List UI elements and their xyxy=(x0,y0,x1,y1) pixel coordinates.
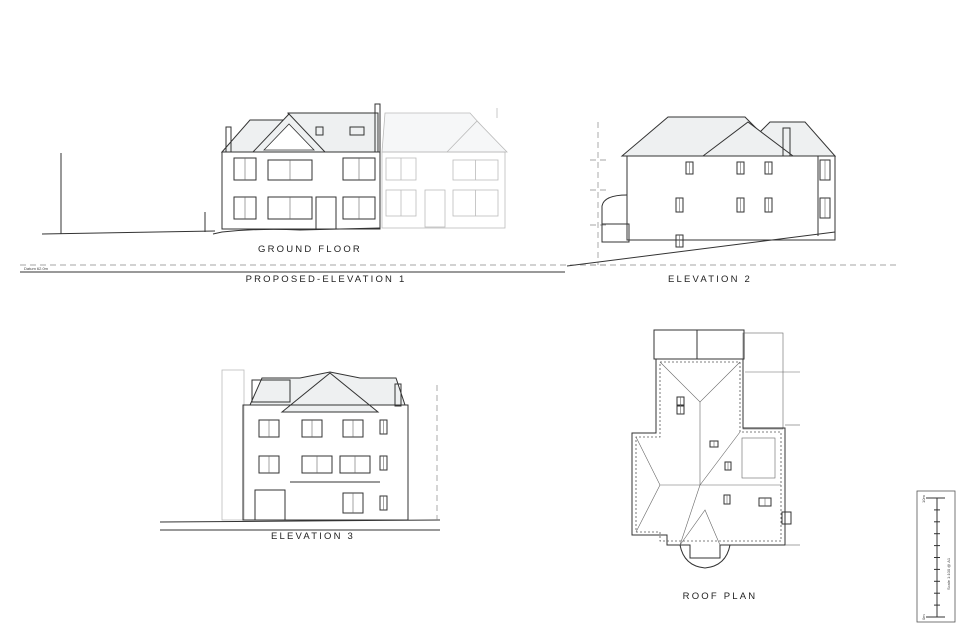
roof-plan-title: ROOF PLAN xyxy=(683,591,758,602)
scale-max-label: 10m xyxy=(921,495,926,503)
ground-line xyxy=(566,231,836,267)
roof-plan xyxy=(631,329,800,569)
ground-floor-label: GROUND FLOOR xyxy=(258,244,362,255)
chimney xyxy=(374,103,381,153)
rooflights xyxy=(676,396,772,507)
ground-line xyxy=(41,230,216,235)
patio-doors xyxy=(254,489,286,521)
front-door xyxy=(315,196,337,230)
proposed-elevation-1 xyxy=(41,103,508,235)
elevation-3-windows xyxy=(258,419,388,514)
house-main xyxy=(220,103,381,230)
elevation-1-title: PROPOSED-ELEVATION 1 xyxy=(246,274,407,285)
elevation-3-title: ELEVATION 3 xyxy=(271,531,355,542)
chimney xyxy=(782,127,791,157)
ground-profile xyxy=(212,227,381,235)
chimney xyxy=(394,383,402,407)
neighbouring-house-ghost xyxy=(381,108,508,229)
elevation-1-windows xyxy=(233,157,499,220)
elevation-2 xyxy=(566,116,837,267)
elevation-2-title: ELEVATION 2 xyxy=(668,274,752,285)
elevation-2-windows xyxy=(675,159,831,248)
chimney xyxy=(225,126,232,153)
scale-caption: Scale 1:100 @ A1 xyxy=(946,557,951,590)
datum-label: Datum 62.0m xyxy=(24,266,49,271)
scale-min-label: 0m xyxy=(921,614,926,620)
scale-bar: 10m 0m Scale 1:100 @ A1 xyxy=(916,490,956,623)
elevation-3 xyxy=(159,369,441,531)
